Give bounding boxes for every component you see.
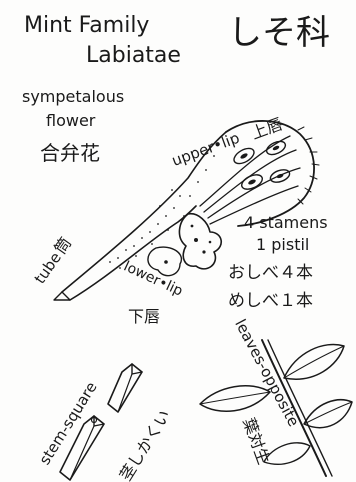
upper-lip-label: upper•lip 上唇 [169, 113, 285, 171]
leaf-left [200, 386, 270, 412]
upper-lip-english: upper•lip [169, 129, 242, 170]
upper-lip-japanese: 上唇 [249, 114, 286, 143]
stamens-english: 4 stamens [244, 213, 328, 232]
lower-lip-spots [164, 225, 211, 264]
stem-piece-upper [108, 364, 142, 412]
title-group: Mint Family Labiatae しそ科 [24, 13, 330, 68]
stem-label: stem-square 茎しかくい [36, 379, 175, 482]
flower-type-line1: sympetalous [22, 87, 124, 106]
lower-lip-japanese: 下唇 [128, 307, 160, 326]
tube-english: tube [31, 249, 65, 287]
calyx [54, 292, 70, 300]
stem-japanese: 茎しかくい [116, 406, 175, 482]
flower-type-group: sympetalous flower 合弁花 [22, 87, 124, 165]
title-english: Mint Family [24, 13, 149, 38]
flower-type-line2: flower [46, 111, 96, 130]
pistil-english: 1 pistil [256, 235, 309, 254]
title-japanese: しそ科 [228, 13, 330, 53]
tube-stipple [109, 155, 215, 269]
tube-label: tube 筒 [30, 234, 75, 288]
reproductive-label: 4 stamens 1 pistil おしべ４本 めしべ１本 [228, 213, 328, 311]
pistil-japanese: めしべ１本 [228, 291, 313, 311]
leaves-japanese: 葉対生 [239, 415, 273, 467]
stamens-japanese: おしべ４本 [228, 263, 313, 283]
lower-lip-english: lower•lip [121, 258, 185, 299]
title-latin: Labiatae [86, 43, 181, 68]
flower-type-japanese: 合弁花 [40, 141, 100, 165]
leaf-lower-right [304, 400, 352, 428]
